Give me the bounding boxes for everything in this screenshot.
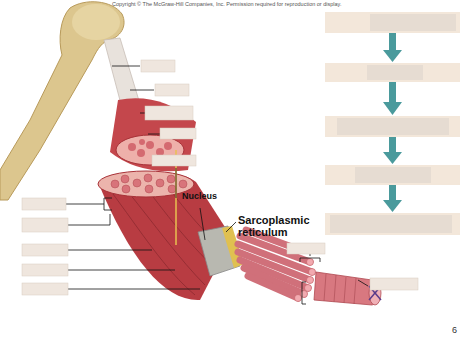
part-label: Nucleus — [182, 192, 242, 202]
muscle-belly — [110, 98, 196, 171]
copyright-notice: Copyright © The McGraw-Hill Companies, I… — [112, 1, 348, 7]
tendon — [104, 38, 140, 108]
leader-lines — [66, 66, 368, 304]
part-label: Sarcoplasmic reticulum — [238, 214, 318, 238]
myofibril-stripes — [324, 274, 356, 304]
fascicle-cross-section — [98, 171, 194, 197]
blank-flowchart — [325, 12, 460, 235]
bone-head — [72, 4, 120, 40]
page-number: 6 — [452, 326, 468, 336]
fascicles — [128, 139, 172, 157]
myofibrils — [238, 230, 316, 302]
bone — [0, 2, 124, 200]
